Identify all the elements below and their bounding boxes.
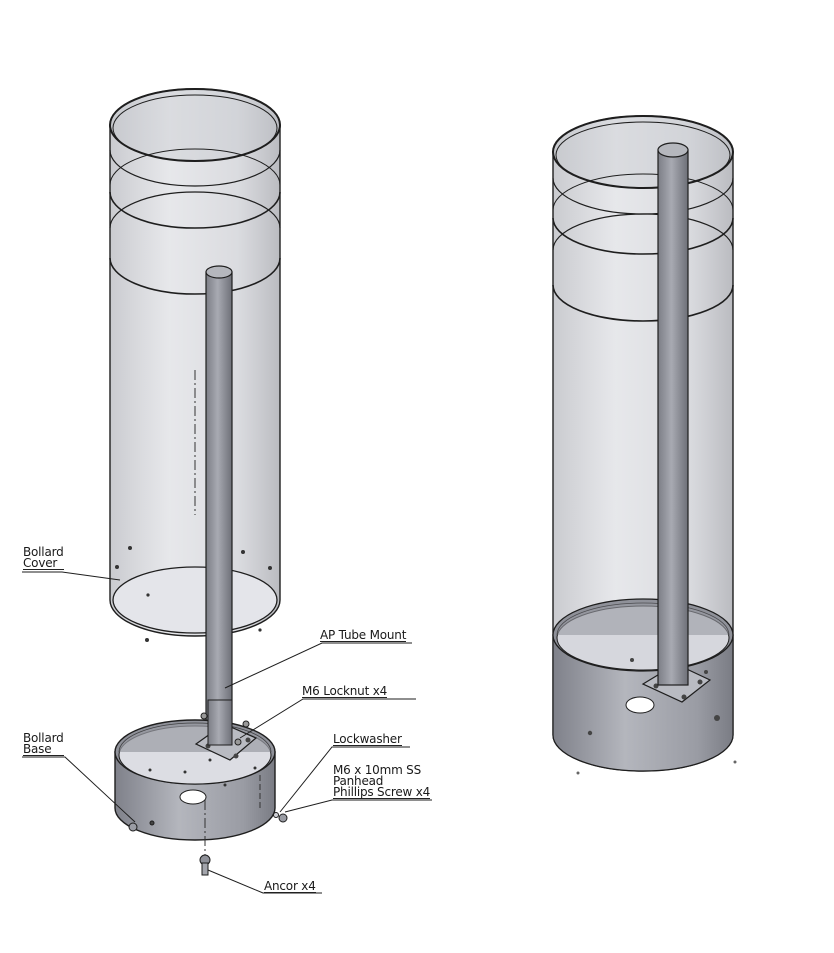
- label-bollard-cover-line-2: Cover: [23, 557, 64, 570]
- label-screw-line-2: Panhead: [333, 774, 384, 788]
- label-screw: M6 x 10mm SS Panhead Phillips Screw x4: [333, 763, 431, 799]
- label-bollard-base-line-1: Bollard: [23, 731, 64, 745]
- bollard-cover-exploded: [109, 88, 281, 642]
- label-bollard-base-line-2: Base: [23, 743, 64, 756]
- label-screw-line-3: Phillips Screw x4: [333, 785, 431, 799]
- label-ap-tube-mount: AP Tube Mount: [320, 628, 407, 642]
- label-ap-tube-mount-text: AP Tube Mount: [320, 628, 407, 642]
- label-m6-locknut: M6 Locknut x4: [302, 684, 388, 698]
- label-lockwasher: Lockwasher: [333, 732, 402, 746]
- label-ancor-text: Ancor x4: [264, 879, 316, 893]
- label-ancor: Ancor x4: [264, 879, 316, 893]
- ap-tube-exploded: [205, 265, 233, 738]
- label-screw-line-1: M6 x 10mm SS: [333, 763, 422, 777]
- bollard-base-exploded: [114, 699, 288, 876]
- label-bollard-cover-line-1: Bollard: [23, 545, 64, 559]
- label-lockwasher-text: Lockwasher: [333, 732, 402, 746]
- label-m6-locknut-text: M6 Locknut x4: [302, 684, 388, 698]
- leader-lines: [22, 571, 432, 894]
- label-bollard-cover: Bollard Cover: [23, 545, 64, 570]
- bollard-assembled: [552, 115, 737, 775]
- label-bollard-base: Bollard Base: [23, 731, 64, 756]
